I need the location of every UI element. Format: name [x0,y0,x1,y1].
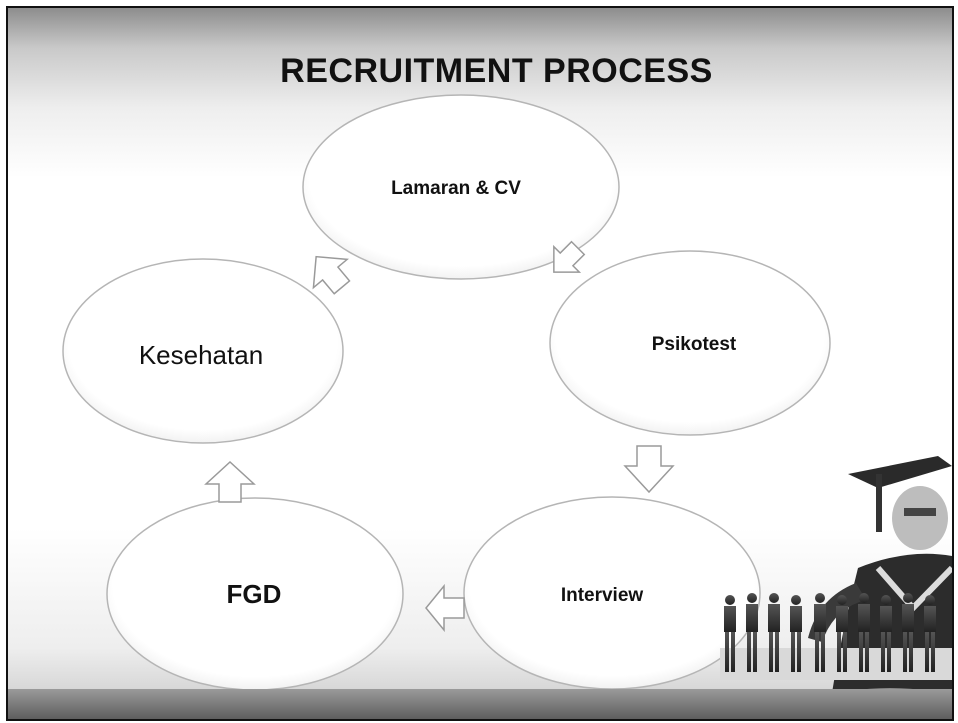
node-lamaran: Lamaran & CV [302,94,620,280]
arrow-down-icon [623,445,675,494]
slide: RECRUITMENT PROCESS Lamaran & CV Psikote… [6,6,954,721]
arrow-left-icon [425,583,465,633]
node-psikotest: Psikotest [549,250,831,436]
node-label-psikotest: Psikotest [652,334,737,355]
slide-bottom-band [8,689,952,719]
node-label-kesehatan: Kesehatan [139,340,263,370]
slide-title: RECRUITMENT PROCESS [280,52,713,90]
graduate-with-people-illustration [720,456,952,719]
arrow-up-right-icon [312,255,351,295]
node-label-lamaran: Lamaran & CV [391,178,521,199]
arrow-up-icon [204,460,256,503]
node-kesehatan: Kesehatan [62,258,344,444]
arrow-down-right-icon [553,240,586,273]
recruitment-cycle-diagram: Lamaran & CV Psikotest Kesehatan FGD Int… [62,94,952,719]
node-interview: Interview [463,496,761,690]
node-label-interview: Interview [561,585,644,606]
node-label-fgd: FGD [227,579,282,609]
node-fgd: FGD [106,497,404,691]
